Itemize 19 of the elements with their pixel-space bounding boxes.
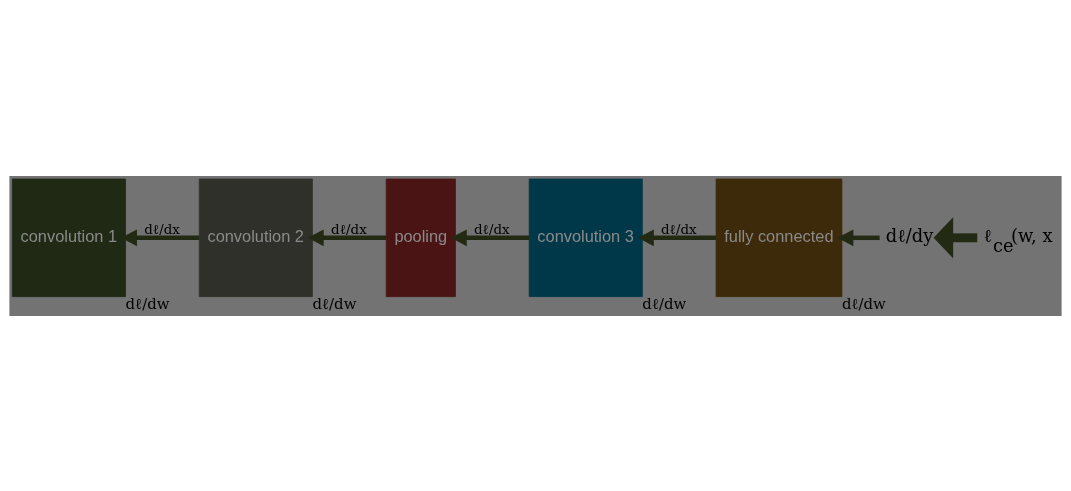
node-box: convolution 2 — [198, 178, 313, 297]
node-box: pooling — [385, 178, 456, 297]
node-label: dℓ/dw — [642, 294, 687, 313]
node-label: dℓ/dw — [125, 294, 170, 313]
arrow — [933, 216, 978, 258]
arrow — [637, 228, 716, 246]
node-box: convolution 1 — [12, 178, 126, 297]
arrow — [837, 228, 880, 246]
node-text: dℓ/dy — [885, 224, 934, 246]
edge-label: dℓ/dx — [474, 221, 510, 237]
edge-label: dℓ/dx — [660, 221, 697, 237]
arrow — [450, 228, 529, 246]
node-box: fully connected — [715, 178, 843, 297]
arrow — [307, 228, 386, 246]
node-label: dℓ/dw — [312, 294, 357, 313]
edge-label: dℓ/dx — [144, 221, 180, 237]
node-label: dℓ/dw — [841, 294, 886, 313]
node-box: convolution 3 — [528, 178, 643, 297]
edge-label: dℓ/dx — [331, 221, 367, 237]
